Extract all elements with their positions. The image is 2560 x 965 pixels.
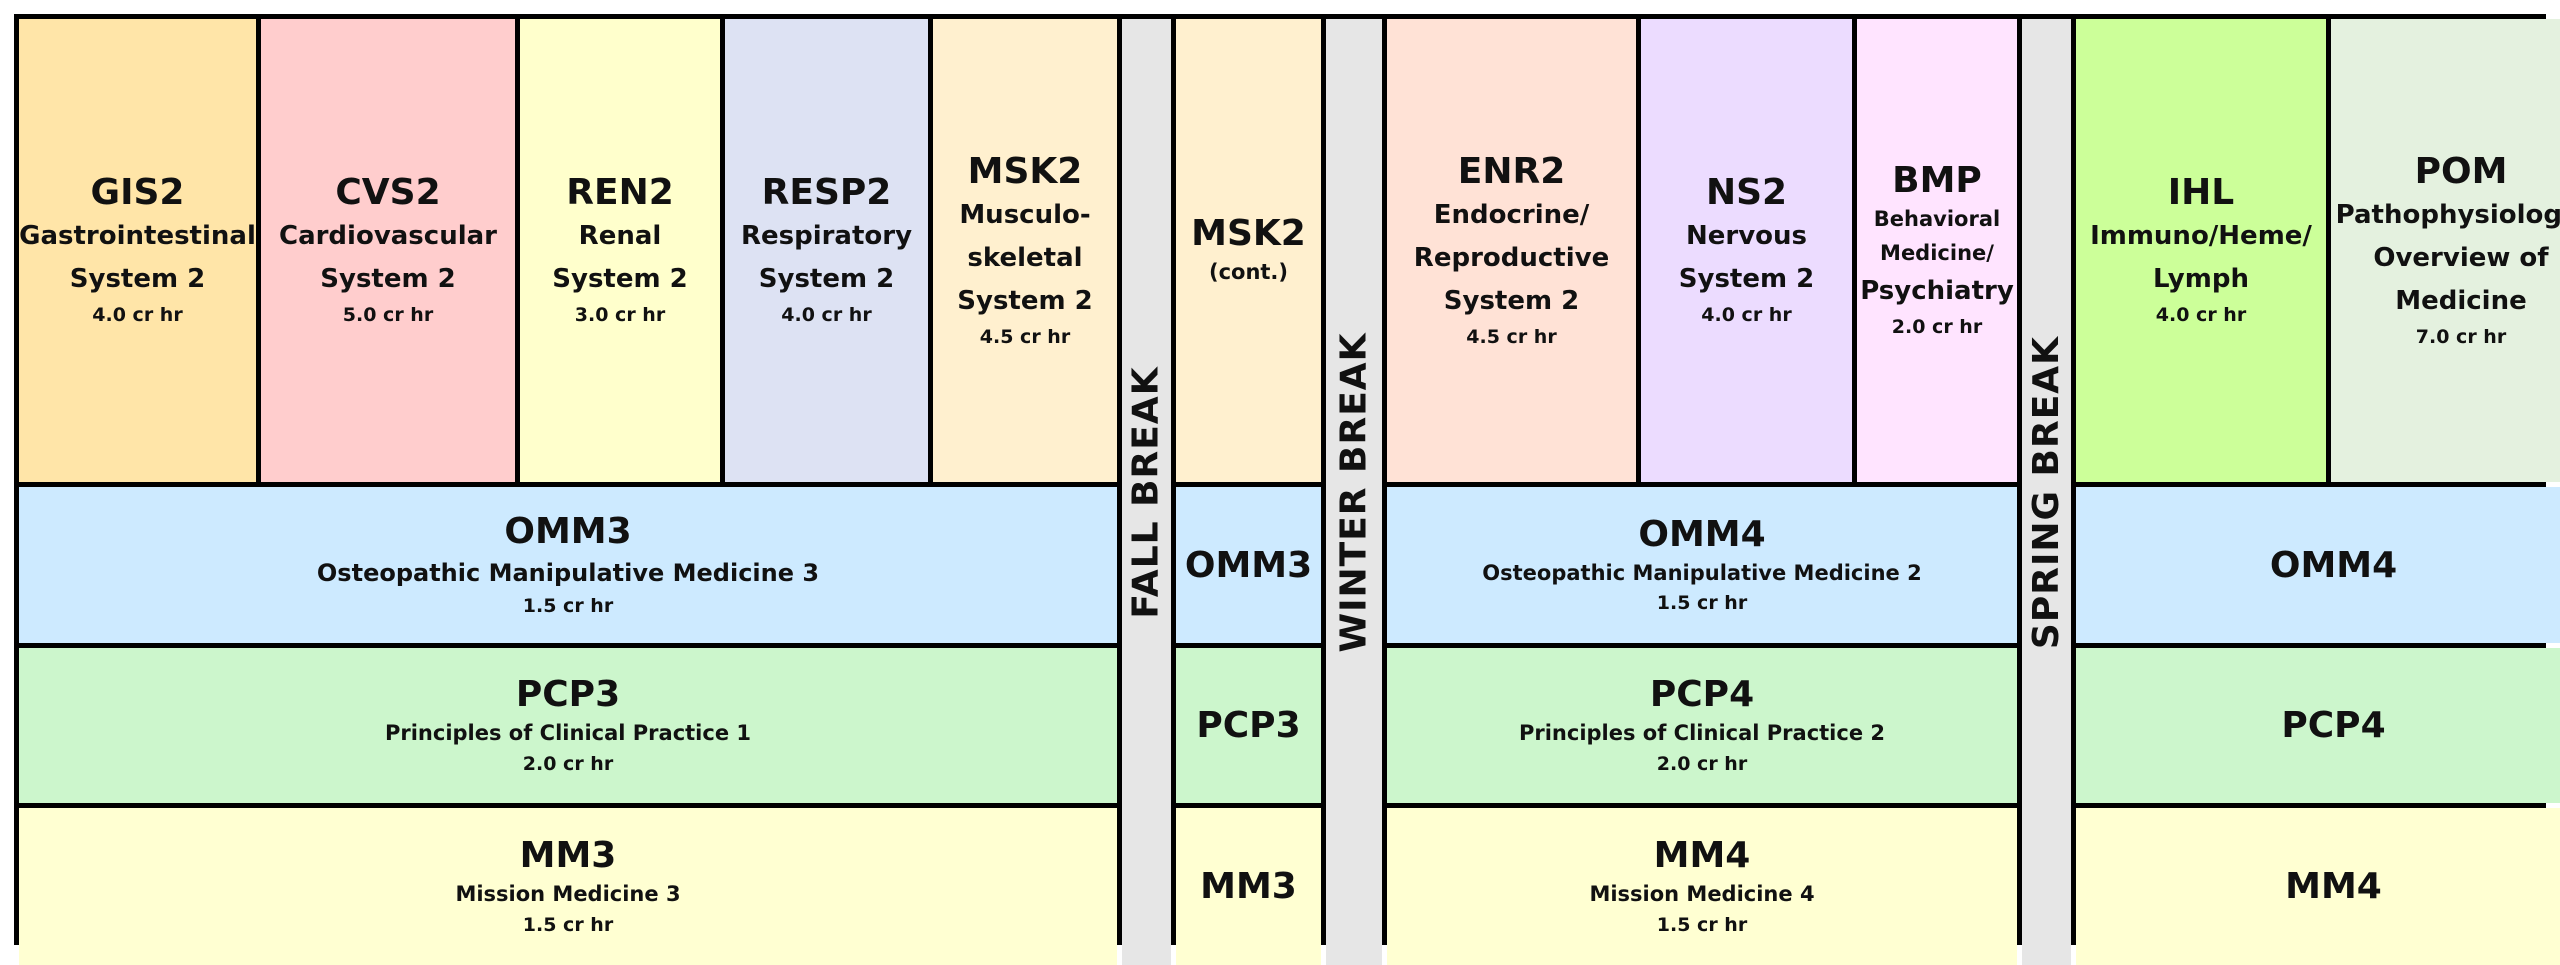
course-code: CVS2 xyxy=(335,172,441,214)
course-ren2: REN2 Renal System 2 3.0 cr hr xyxy=(520,19,720,482)
bar-credits: 1.5 cr hr xyxy=(1656,592,1748,615)
course-name: Endocrine/ Reproductive System 2 xyxy=(1413,199,1610,316)
bar-code: MM4 xyxy=(1653,835,1751,876)
bar-code: OMM3 xyxy=(504,510,632,552)
course-gis2: GIS2 Gastrointestinal System 2 4.0 cr hr xyxy=(19,19,256,482)
course-code: MSK2 xyxy=(1191,213,1306,255)
course-credits: 5.0 cr hr xyxy=(342,304,434,327)
course-name: Immuno/Heme/ Lymph xyxy=(2090,221,2312,295)
course-credits: 4.0 cr hr xyxy=(92,304,183,327)
bar-pcp4-cont: PCP4 xyxy=(2076,648,2560,803)
bar-pcp3-cont: PCP3 xyxy=(1176,648,1321,803)
bar-credits: 2.0 cr hr xyxy=(1656,752,1748,775)
bar-credits: 1.5 cr hr xyxy=(1656,913,1748,936)
bar-name: Mission Medicine 4 xyxy=(1589,882,1815,906)
course-bmp: BMP Behavioral Medicine/ Psychiatry 2.0 … xyxy=(1857,19,2017,482)
bar-name: Principles of Clinical Practice 2 xyxy=(1518,721,1885,745)
course-code: NS2 xyxy=(1705,172,1788,214)
course-name: Nervous System 2 xyxy=(1678,221,1815,295)
course-code: GIS2 xyxy=(90,172,185,214)
bar-omm3: OMM3 Osteopathic Manipulative Medicine 3… xyxy=(19,487,1117,643)
course-code: RESP2 xyxy=(761,172,892,214)
course-credits: 4.0 cr hr xyxy=(781,304,872,327)
spring-break: SPRING BREAK xyxy=(2022,19,2071,965)
bar-pcp3: PCP3 Principles of Clinical Practice 1 2… xyxy=(19,648,1117,803)
course-credits: 4.5 cr hr xyxy=(1466,325,1557,348)
bar-credits: 1.5 cr hr xyxy=(522,594,614,617)
course-credits: 4.0 cr hr xyxy=(1701,304,1792,327)
bar-name: Principles of Clinical Practice 1 xyxy=(384,721,751,745)
spring-break-label: SPRING BREAK xyxy=(2026,335,2067,649)
bar-mm4-cont: MM4 xyxy=(2076,808,2560,965)
bar-code: PCP4 xyxy=(2281,705,2386,746)
bar-omm3-cont: OMM3 xyxy=(1176,487,1321,643)
course-credits: 2.0 cr hr xyxy=(1891,316,1983,339)
course-msk2: MSK2 Musculo- skeletal System 2 4.5 cr h… xyxy=(933,19,1117,482)
course-ns2: NS2 Nervous System 2 4.0 cr hr xyxy=(1641,19,1852,482)
bar-mm3: MM3 Mission Medicine 3 1.5 cr hr xyxy=(19,808,1117,965)
bar-omm4: OMM4 Osteopathic Manipulative Medicine 2… xyxy=(1387,487,2017,643)
bar-credits: 2.0 cr hr xyxy=(522,752,614,775)
bar-code: PCP4 xyxy=(1649,674,1755,715)
bar-code: OMM4 xyxy=(2269,544,2398,586)
bar-code: OMM4 xyxy=(1638,513,1766,555)
bar-mm3-cont: MM3 xyxy=(1176,808,1321,965)
course-name: Renal System 2 xyxy=(552,221,688,295)
bar-name: Osteopathic Manipulative Medicine 3 xyxy=(316,558,820,587)
course-cvs2: CVS2 Cardiovascular System 2 5.0 cr hr xyxy=(261,19,515,482)
course-name: Behavioral Medicine/ xyxy=(1873,207,2001,265)
course-name: Musculo- skeletal System 2 xyxy=(957,199,1093,316)
fall-break-label: FALL BREAK xyxy=(1126,365,1167,619)
bar-pcp4: PCP4 Principles of Clinical Practice 2 2… xyxy=(1387,648,2017,803)
bar-code: MM3 xyxy=(519,835,617,876)
bar-name: Osteopathic Manipulative Medicine 2 xyxy=(1482,560,1922,585)
course-credits: 4.0 cr hr xyxy=(2155,304,2247,327)
bar-credits: 1.5 cr hr xyxy=(522,913,614,936)
bar-code: PCP3 xyxy=(1196,705,1301,746)
bar-code: PCP3 xyxy=(515,674,621,715)
bar-code: MM4 xyxy=(2285,866,2382,907)
course-code: REN2 xyxy=(566,172,674,214)
course-enr2: ENR2 Endocrine/ Reproductive System 2 4.… xyxy=(1387,19,1636,482)
course-msk2-cont: MSK2 (cont.) xyxy=(1176,19,1321,482)
bar-code: MM3 xyxy=(1200,866,1297,907)
course-note: (cont.) xyxy=(1208,260,1289,285)
winter-break-label: WINTER BREAK xyxy=(1333,331,1375,653)
course-pom: POM Pathophysiologic Overview of Medicin… xyxy=(2331,19,2560,482)
course-name: Cardiovascular System 2 xyxy=(278,221,497,295)
fall-break: FALL BREAK xyxy=(1122,19,1171,965)
course-ihl: IHL Immuno/Heme/ Lymph 4.0 cr hr xyxy=(2076,19,2326,482)
course-name: Respiratory System 2 xyxy=(740,221,913,295)
course-name: Gastrointestinal System 2 xyxy=(19,221,256,295)
course-code: IHL xyxy=(2167,172,2235,214)
course-credits: 4.5 cr hr xyxy=(979,325,1071,348)
course-code: MSK2 xyxy=(967,150,1083,192)
course-name: Pathophysiologic Overview of Medicine xyxy=(2335,199,2560,316)
course-code: ENR2 xyxy=(1457,150,1566,192)
course-code: BMP xyxy=(1892,160,1982,202)
bar-name: Mission Medicine 3 xyxy=(455,882,681,906)
course-name-psychiatry: Psychiatry xyxy=(1860,276,2014,307)
course-resp2: RESP2 Respiratory System 2 4.0 cr hr xyxy=(725,19,928,482)
course-credits: 3.0 cr hr xyxy=(574,304,666,327)
winter-break: WINTER BREAK xyxy=(1326,19,1382,965)
bar-code: OMM3 xyxy=(1184,544,1313,586)
curriculum-grid: GIS2 Gastrointestinal System 2 4.0 cr hr… xyxy=(14,14,2560,965)
course-credits: 7.0 cr hr xyxy=(2415,325,2507,348)
bar-mm4: MM4 Mission Medicine 4 1.5 cr hr xyxy=(1387,808,2017,965)
bar-omm4-cont: OMM4 xyxy=(2076,487,2560,643)
course-code: POM xyxy=(2414,150,2508,192)
